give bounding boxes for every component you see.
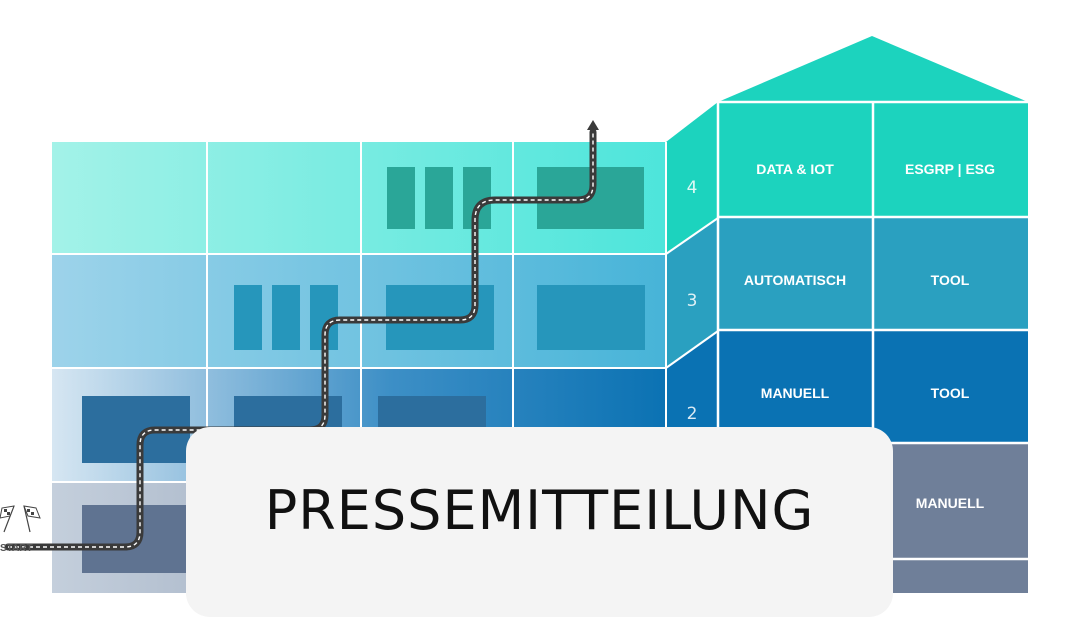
checkered-flag-icon — [0, 505, 41, 533]
level-num-3-bg — [666, 218, 718, 368]
level-number-3: 3 — [687, 291, 698, 311]
cell-level-4-col1 — [718, 102, 873, 216]
cell-level-1-col2 — [873, 444, 1028, 558]
label-level-2-col1: MANUELL — [761, 385, 830, 401]
label-level-2-col2: TOOL — [931, 385, 970, 401]
label-level-4-col1: DATA & IOT — [756, 161, 834, 177]
block — [425, 167, 453, 229]
press-release-card: PRESSEMITTEILUNG — [186, 427, 893, 617]
cell-level-2-col1 — [718, 331, 873, 442]
start-label: START — [0, 543, 33, 554]
block — [234, 285, 262, 350]
label-level-3-col1: AUTOMATISCH — [744, 272, 846, 288]
roof — [718, 36, 1028, 102]
block — [387, 167, 415, 229]
block — [272, 285, 300, 350]
cell-level-3-col1 — [718, 218, 873, 329]
label-level-1-col2: MANUELL — [916, 495, 985, 511]
arrow-up-icon — [587, 120, 599, 130]
label-level-4-col2: ESGRP | ESG — [905, 161, 995, 177]
level-num-4-bg — [666, 102, 718, 254]
block — [537, 285, 645, 350]
cell-level-3-col2 — [873, 218, 1028, 329]
label-level-3-col2: TOOL — [931, 272, 970, 288]
cell-level-4-col2 — [873, 102, 1028, 216]
road-path — [4, 128, 597, 551]
press-release-title: PRESSEMITTEILUNG — [264, 479, 815, 542]
level-number-4: 4 — [687, 178, 698, 198]
level-number-2: 2 — [687, 404, 698, 424]
cell-level-2-col2 — [873, 331, 1028, 442]
